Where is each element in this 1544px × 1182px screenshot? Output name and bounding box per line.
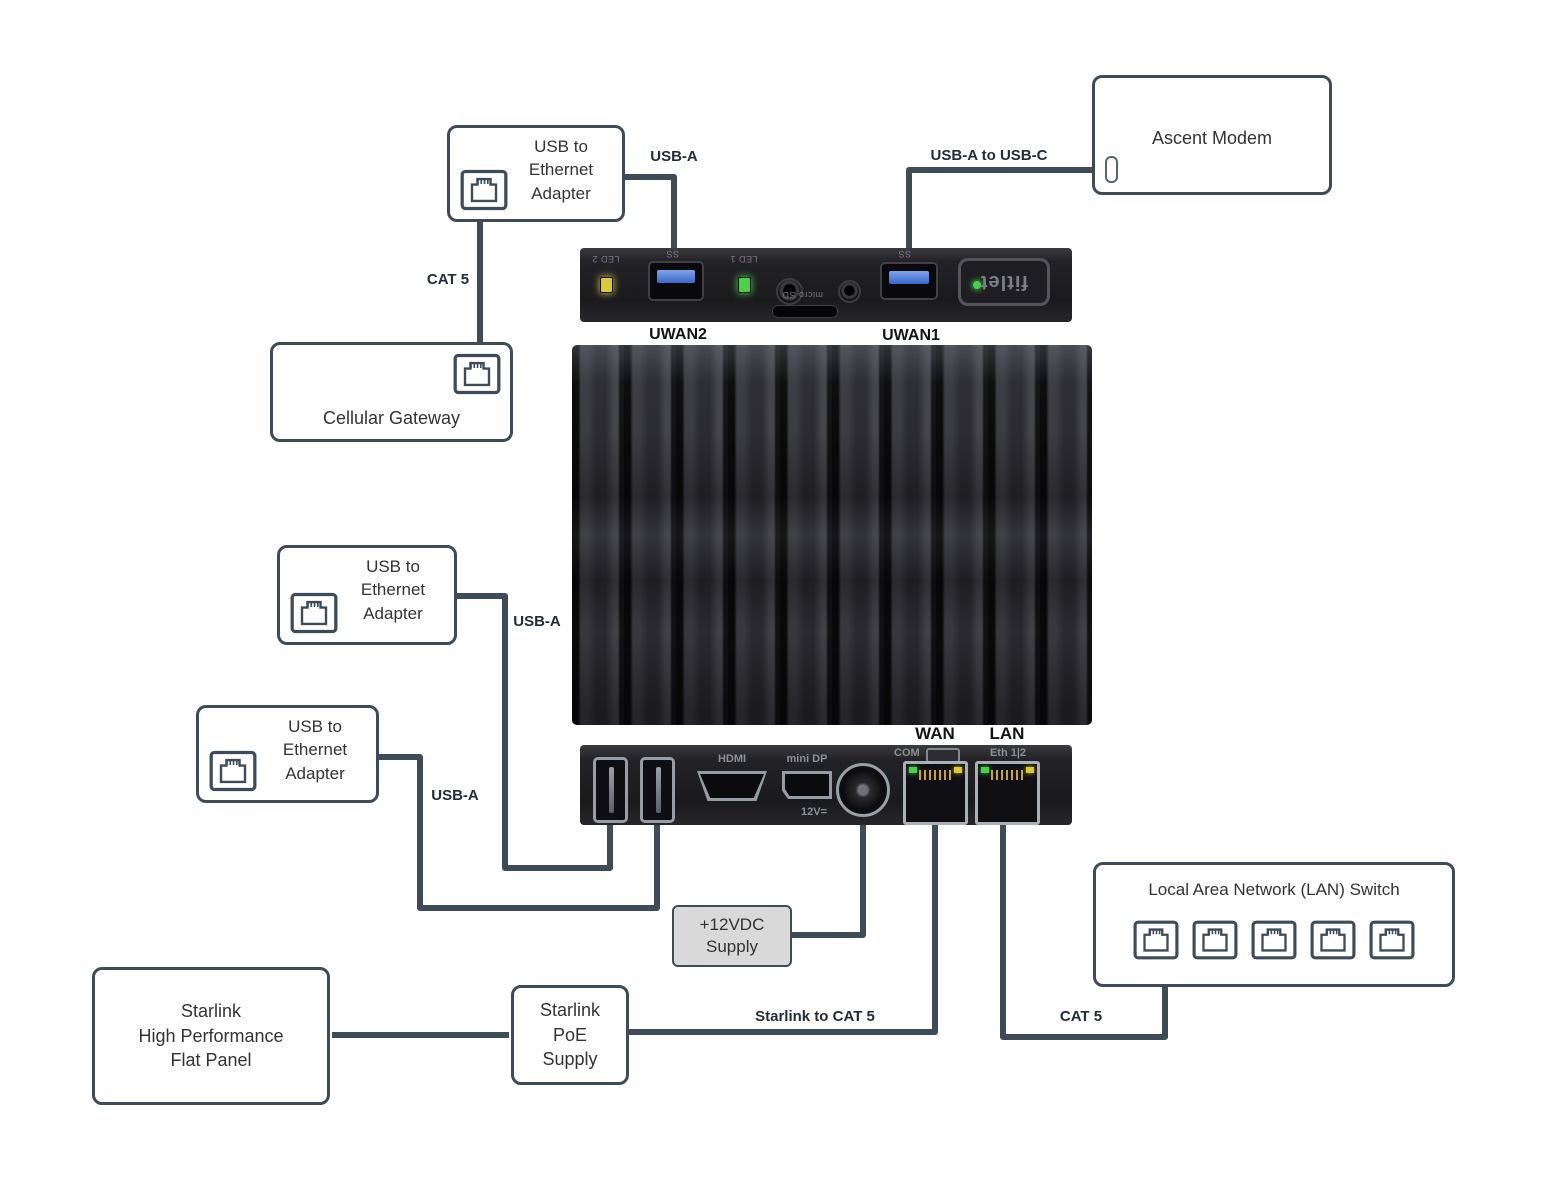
usb-ethernet-adapter-box-mid: USB to Ethernet Adapter <box>277 545 457 645</box>
superspeed-mark: SS <box>666 249 680 259</box>
router-heatsink-body <box>572 345 1092 725</box>
usb-a-mid-label: USB-A <box>513 613 561 630</box>
ethernet-jack-icon <box>460 169 508 211</box>
port-pins <box>919 770 952 780</box>
uwan1-label: UWAN1 <box>882 327 940 344</box>
ascent-modem-box: Ascent Modem <box>1092 75 1332 195</box>
usb-c-icon <box>1105 156 1118 183</box>
com-mark: COM <box>894 747 920 759</box>
starlink-to-cat5-label: Starlink to CAT 5 <box>755 1008 875 1025</box>
router-top-panel: LED 2 SS LED 1 micro SD SS fitlet <box>580 248 1072 322</box>
cellular-gateway-box: Cellular Gateway <box>270 342 513 442</box>
micro-sd-slot <box>772 305 838 318</box>
ethernet-jack-icon <box>1192 920 1238 960</box>
box-label: USB to Ethernet Adapter <box>360 557 426 623</box>
lan-label: LAN <box>989 724 1025 743</box>
power-button: fitlet <box>958 258 1050 306</box>
wan-label: WAN <box>915 724 955 743</box>
usb-port-uwan1 <box>880 262 938 300</box>
power-mark: 12V= <box>801 806 827 818</box>
box-label: USB to Ethernet Adapter <box>282 717 348 783</box>
usb-port-uwan2 <box>648 261 704 301</box>
port-led-green <box>981 767 989 773</box>
usb-ethernet-adapter-box-top: USB to Ethernet Adapter <box>447 125 625 222</box>
usb-ethernet-adapter-box-low: USB to Ethernet Adapter <box>196 705 379 803</box>
audio-jack-icon <box>776 278 803 305</box>
starlink-flat-panel-box: Starlink High Performance Flat Panel <box>92 967 330 1105</box>
port-led-amber <box>954 767 962 773</box>
box-label: USB to Ethernet Adapter <box>528 137 594 203</box>
hdmi-port <box>697 771 767 801</box>
cable-cat5-right <box>1000 820 1168 1040</box>
wan-ethernet-port <box>903 761 968 825</box>
cable-usb-a-low <box>379 754 660 911</box>
cable-usb-a-to-usb-c <box>906 167 1092 254</box>
port-led-amber <box>1026 767 1034 773</box>
mini-dp-port <box>782 771 832 799</box>
starlink-poe-supply-box: Starlink PoE Supply <box>511 985 629 1085</box>
mini-dp-mark: mini DP <box>786 753 828 765</box>
port-pins <box>991 770 1024 780</box>
ethernet-jack-icon <box>1369 920 1415 960</box>
12vdc-supply-box: +12VDC Supply <box>672 905 792 967</box>
audio-jack-icon <box>838 280 861 303</box>
amber-led <box>600 277 613 293</box>
usb-port-vertical-1 <box>593 757 628 823</box>
superspeed-mark: SS <box>898 249 912 259</box>
lan-ethernet-port <box>975 761 1040 825</box>
ethernet-jack-icon <box>453 353 501 395</box>
ethernet-jack-icon <box>209 750 257 792</box>
power-led <box>973 281 981 289</box>
cable-usb-a-mid <box>457 593 613 871</box>
ethernet-jack-icon <box>1133 920 1179 960</box>
cable-usb-a-top <box>625 174 677 254</box>
box-label: Local Area Network (LAN) Switch <box>1148 880 1400 899</box>
usb-a-low-label: USB-A <box>431 787 479 804</box>
box-label: Starlink PoE Supply <box>539 999 601 1070</box>
lan-switch-box: Local Area Network (LAN) Switch <box>1093 862 1455 987</box>
eth-mark: Eth 1|2 <box>989 747 1027 759</box>
cable-starlink-to-cat5 <box>628 820 938 1035</box>
micro-sd-mark: micro SD <box>782 290 824 300</box>
ethernet-jack-icon <box>290 592 338 634</box>
cable-12vdc <box>790 818 866 938</box>
ethernet-jack-icon <box>1251 920 1297 960</box>
cat5-left-label: CAT 5 <box>426 271 470 288</box>
hdmi-mark: HDMI <box>717 753 747 765</box>
cat5-right-label: CAT 5 <box>1059 1008 1103 1025</box>
box-label: +12VDC Supply <box>699 914 765 956</box>
router-bottom-panel: HDMI mini DP 12V= COM Eth 1|2 <box>580 745 1072 825</box>
led1-mark: LED 1 <box>730 254 758 264</box>
box-label: Ascent Modem <box>1151 128 1273 148</box>
ethernet-jack-icon <box>1310 920 1356 960</box>
dc-power-jack <box>836 763 890 817</box>
box-label: Cellular Gateway <box>322 408 461 429</box>
usb-a-top-label: USB-A <box>650 148 698 165</box>
uwan2-label: UWAN2 <box>649 326 707 343</box>
led2-mark: LED 2 <box>592 254 620 264</box>
switch-ports-row <box>1096 920 1452 960</box>
brand-logo: fitlet <box>979 271 1029 294</box>
usb-port-vertical-2 <box>640 757 675 823</box>
usb-a-to-usb-c-label: USB-A to USB-C <box>930 147 1048 164</box>
box-label: Starlink High Performance Flat Panel <box>138 1000 284 1071</box>
port-led-green <box>909 767 917 773</box>
green-led <box>738 277 751 293</box>
